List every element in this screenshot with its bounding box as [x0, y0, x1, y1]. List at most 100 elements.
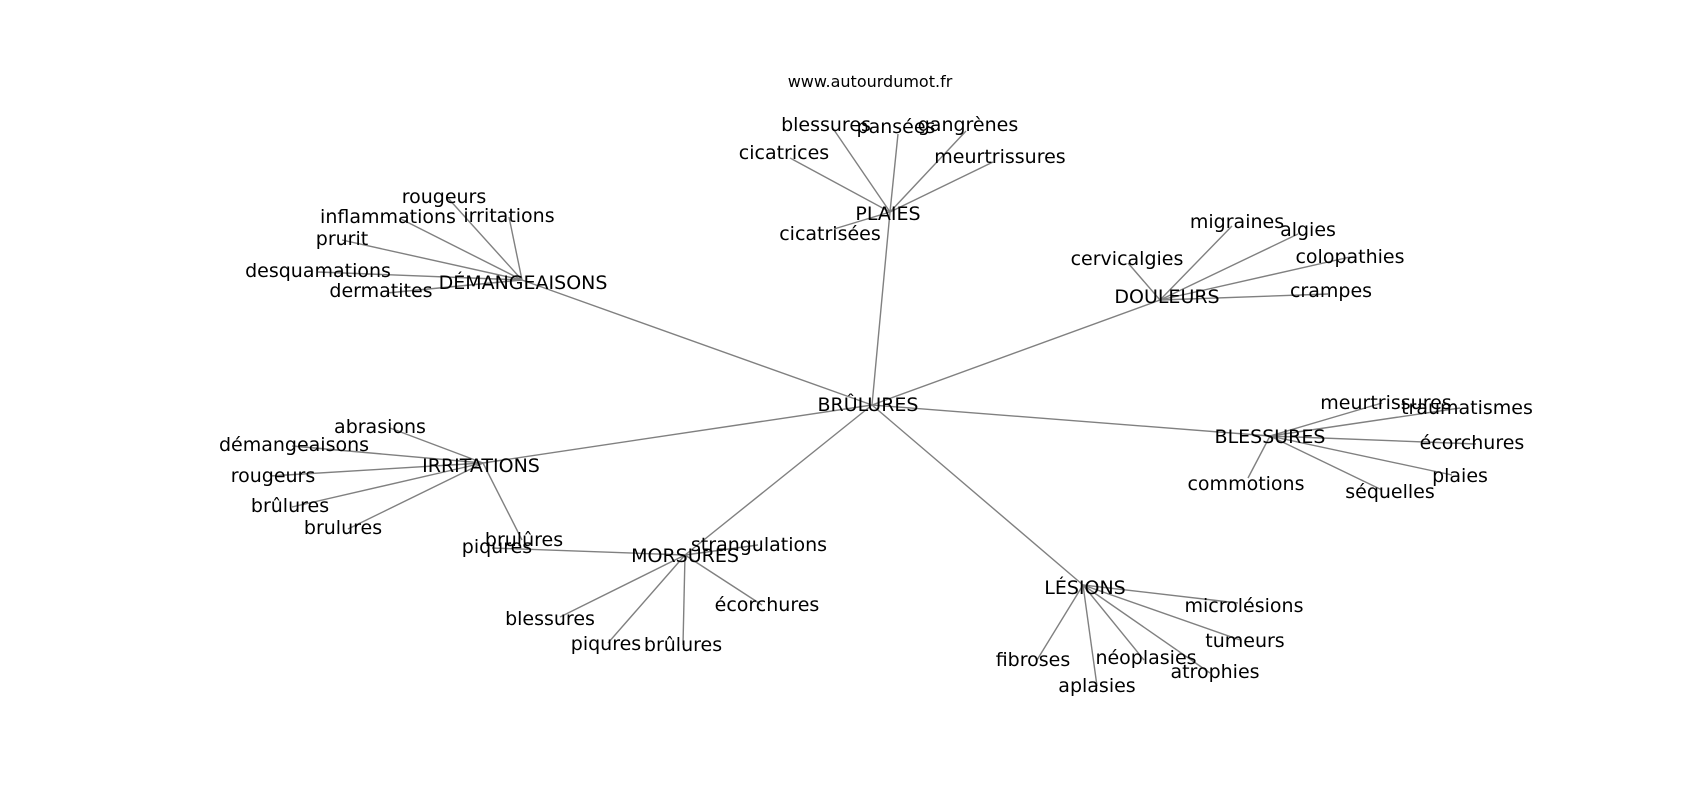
- leaf-edge: [347, 462, 484, 530]
- leaf-edge: [482, 462, 523, 541]
- root-edge: [871, 404, 1084, 586]
- leaf-node[interactable]: cicatrisées: [779, 223, 881, 245]
- leaf-node[interactable]: tumeurs: [1205, 630, 1284, 652]
- leaf-node[interactable]: brulures: [304, 517, 382, 539]
- leaf-node[interactable]: piqures: [462, 536, 532, 558]
- root-edge: [871, 299, 1161, 406]
- leaf-node[interactable]: migraines: [1190, 211, 1284, 233]
- leaf-edge: [889, 133, 899, 213]
- leaf-edge: [831, 126, 891, 213]
- leaf-edge: [1159, 233, 1299, 301]
- leaf-edge: [1082, 584, 1239, 604]
- leaf-node[interactable]: néoplasies: [1095, 647, 1196, 669]
- leaf-edge: [1269, 435, 1383, 491]
- leaf-edge: [386, 279, 523, 294]
- leaf-node[interactable]: rougeurs: [231, 465, 316, 487]
- leaf-edge: [1269, 435, 1477, 445]
- leaf-node[interactable]: commotions: [1187, 473, 1304, 495]
- leaf-edge: [1247, 435, 1271, 479]
- leaf-node[interactable]: gangrènes: [918, 114, 1019, 136]
- leaf-edge: [559, 554, 686, 618]
- leaf-node[interactable]: colopathies: [1295, 246, 1404, 268]
- source-label: www.autourdumot.fr: [788, 72, 953, 91]
- leaf-edge: [341, 239, 523, 281]
- leaf-edge: [389, 427, 484, 464]
- leaf-node[interactable]: aplasies: [1058, 675, 1135, 697]
- leaf-node[interactable]: plaies: [1432, 465, 1488, 487]
- leaf-edge: [1082, 584, 1241, 641]
- leaf-edge: [833, 211, 891, 230]
- cluster-node[interactable]: DOULEURS: [1114, 286, 1219, 308]
- leaf-node[interactable]: démangeaisons: [219, 434, 369, 456]
- root-edge: [521, 279, 873, 406]
- leaf-node[interactable]: blessures: [505, 608, 595, 630]
- leaf-node[interactable]: meurtrissures: [934, 146, 1065, 168]
- leaf-node[interactable]: desquamations: [245, 260, 391, 282]
- leaf-edge: [1269, 435, 1453, 476]
- leaf-edge: [400, 218, 523, 281]
- leaf-node[interactable]: piqures: [571, 633, 641, 655]
- leaf-node[interactable]: irritations: [463, 205, 554, 227]
- leaf-edge: [491, 547, 686, 556]
- leaf-node[interactable]: cicatrices: [739, 142, 829, 164]
- leaf-edge: [269, 462, 484, 477]
- leaf-edge: [1159, 293, 1329, 301]
- leaf-node[interactable]: dermatites: [329, 280, 432, 302]
- leaf-edge: [1082, 584, 1211, 674]
- leaf-node[interactable]: crampes: [1290, 280, 1372, 302]
- leaf-edge: [607, 554, 686, 644]
- cluster-node[interactable]: LÉSIONS: [1044, 576, 1125, 599]
- leaf-node[interactable]: traumatismes: [1401, 397, 1533, 419]
- leaf-edge: [1159, 256, 1351, 301]
- leaf-node[interactable]: brulûres: [485, 529, 563, 551]
- leaf-node[interactable]: pansées: [857, 116, 936, 138]
- leaf-edge: [889, 130, 967, 213]
- leaf-node[interactable]: algies: [1280, 219, 1336, 241]
- root-edge: [482, 404, 873, 464]
- leaf-edge: [291, 445, 484, 464]
- leaf-node[interactable]: écorchures: [1420, 432, 1525, 454]
- root-edge: [871, 211, 891, 406]
- leaf-edge: [1082, 584, 1145, 661]
- leaf-node[interactable]: brûlures: [251, 495, 329, 517]
- leaf-edge: [684, 554, 763, 606]
- cluster-node[interactable]: IRRITATIONS: [422, 455, 540, 477]
- leaf-node[interactable]: rougeurs: [402, 186, 487, 208]
- cluster-node[interactable]: MORSURES: [631, 545, 739, 567]
- leaf-node[interactable]: séquelles: [1345, 481, 1435, 503]
- cluster-node[interactable]: DÉMANGEAISONS: [439, 271, 608, 294]
- leaf-edge: [1269, 402, 1383, 437]
- leaf-node[interactable]: abrasions: [334, 416, 426, 438]
- leaf-node[interactable]: fibroses: [996, 649, 1071, 671]
- leaf-edge: [508, 216, 523, 281]
- leaf-edge: [1082, 584, 1098, 687]
- leaf-node[interactable]: blessures: [781, 114, 871, 136]
- leaf-edge: [446, 196, 523, 281]
- leaf-edge: [317, 271, 523, 281]
- leaf-node[interactable]: brûlures: [644, 634, 722, 656]
- leaf-node[interactable]: strangulations: [691, 534, 827, 556]
- graph-labels: www.autourdumot.fr BRÛLURES PLAIES bless…: [219, 72, 1533, 697]
- root-node[interactable]: BRÛLURES: [818, 392, 919, 416]
- leaf-node[interactable]: atrophies: [1170, 661, 1259, 683]
- leaf-node[interactable]: microlésions: [1185, 595, 1304, 617]
- leaf-node[interactable]: meurtrissures: [1320, 392, 1451, 414]
- cluster-node[interactable]: PLAIES: [855, 203, 920, 225]
- leaf-edge: [684, 544, 759, 556]
- cluster-node[interactable]: BLESSURES: [1215, 426, 1326, 448]
- root-edge: [684, 404, 873, 556]
- graph-edges: [269, 126, 1477, 687]
- leaf-edge: [1159, 225, 1233, 301]
- leaf-edge: [1269, 407, 1461, 437]
- leaf-node[interactable]: prurit: [316, 228, 368, 250]
- leaf-edge: [889, 161, 994, 213]
- leaf-node[interactable]: cervicalgies: [1071, 248, 1184, 270]
- leaf-node[interactable]: inflammations: [320, 206, 456, 228]
- leaf-edge: [291, 462, 484, 508]
- leaf-edge: [1127, 262, 1161, 301]
- root-edge: [871, 404, 1271, 437]
- leaf-node[interactable]: écorchures: [715, 594, 820, 616]
- leaf-edge: [682, 554, 686, 646]
- leaf-edge: [789, 157, 891, 213]
